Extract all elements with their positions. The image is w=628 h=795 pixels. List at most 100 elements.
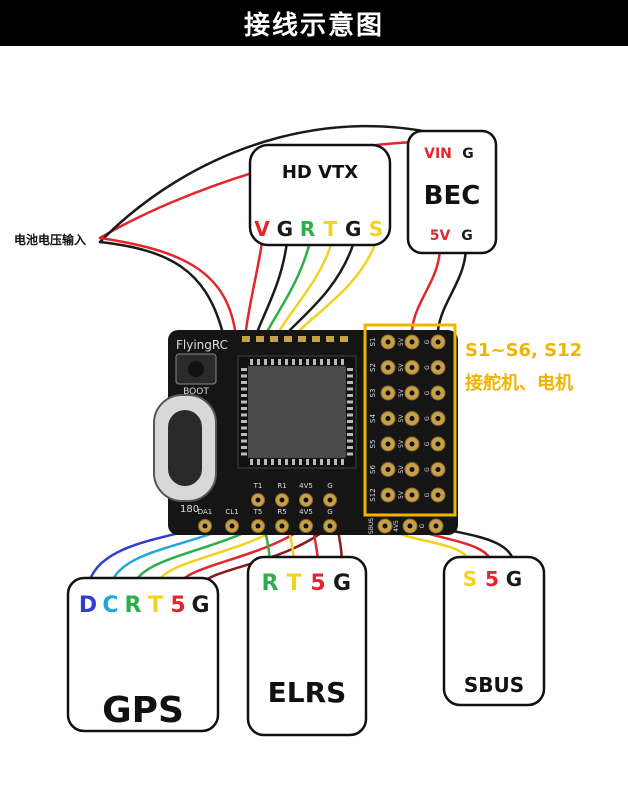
servo-pad-hole <box>409 492 415 498</box>
boot-button-cap <box>188 361 204 377</box>
servo-5v-label: 5V <box>398 490 405 499</box>
servo-pad-hole <box>385 365 391 370</box>
mcu-pin <box>241 374 247 378</box>
servo-pad-hole <box>435 416 441 421</box>
bec-output-pin-2: G <box>461 228 473 244</box>
mcu-pin <box>241 387 247 391</box>
upper-pad-pad-hole <box>303 497 309 503</box>
servo-row-label-2: S2 <box>369 363 377 372</box>
servo-row-label-4: S4 <box>369 414 377 423</box>
servo-5v-label: 5V <box>398 388 405 397</box>
gps-pin-2: C <box>102 593 118 618</box>
mcu-pin <box>241 446 247 449</box>
mcu-pin <box>327 459 330 465</box>
mcu-pin <box>313 459 316 465</box>
mcu-pin <box>347 433 353 436</box>
servo-pad-hole <box>385 416 391 421</box>
mcu-pin <box>347 420 353 423</box>
boot-label: BOOT <box>183 387 209 397</box>
sbus-box <box>442 555 546 707</box>
servo-pad-hole <box>409 390 415 396</box>
servo-pad-hole <box>409 339 415 345</box>
servo-highlight-frame <box>363 323 457 517</box>
sbus-pin-3: G <box>506 567 522 591</box>
mcu-pin <box>241 439 247 443</box>
servo-g-label: G <box>424 365 431 370</box>
wire-vtx-g1 <box>256 240 289 332</box>
servo-pad-hole <box>435 365 441 370</box>
gps-pin-3: R <box>125 593 142 618</box>
mcu-pin <box>347 452 353 456</box>
servo-g-label: G <box>424 416 431 421</box>
elrs-title: ELRS <box>268 676 347 709</box>
servo-row-label-5: S5 <box>369 440 377 449</box>
bec-title: BEC <box>424 181 481 211</box>
lower-pad-pad-hole <box>279 523 285 529</box>
title-bar: 接线示意图 <box>0 0 628 46</box>
servo-row-label-7: S12 <box>369 488 377 501</box>
mcu-pin <box>347 426 353 430</box>
servo-5v-label: 5V <box>398 337 405 346</box>
mcu-pin <box>241 420 247 423</box>
mcu-pin <box>347 387 353 391</box>
lower-pad-label-6: G <box>327 508 332 516</box>
mcu-pin <box>347 439 353 443</box>
wire-vtx-v <box>244 240 264 332</box>
servo-g-label: G <box>424 441 431 446</box>
mcu-pin <box>306 359 309 365</box>
mcu-pins <box>241 359 353 465</box>
elrs-pin-1: R <box>262 571 279 596</box>
gps-box <box>66 576 220 733</box>
mcu-pin <box>347 413 353 417</box>
servo-pad-hole <box>435 339 441 345</box>
hdvtx-pin-2: G <box>277 217 293 241</box>
upper-pad-pad-hole <box>255 497 261 503</box>
hdvtx-pin-6: S <box>369 217 383 241</box>
servo-g-label: G <box>424 492 431 497</box>
sbus-header-pad-hole <box>382 523 388 529</box>
lower-pad-pad-hole <box>303 523 309 529</box>
mcu-pin <box>347 394 353 397</box>
servo-pad-hole <box>385 441 391 447</box>
servo-note-line2: 接舵机、电机 <box>465 372 573 394</box>
mcu-pin <box>241 426 247 430</box>
mcu-pin <box>241 368 247 371</box>
servo-pad-hole <box>409 365 415 370</box>
sbus-header-label-1: SBUS <box>368 518 375 534</box>
mark-180: 180 <box>180 504 199 515</box>
gps-pin-6: G <box>191 593 209 618</box>
mcu-chip <box>248 366 346 458</box>
mcu-pin <box>241 407 247 410</box>
mcu-pin <box>341 359 344 365</box>
board-brand: FlyingRC <box>176 338 228 352</box>
servo-pad-hole <box>385 339 391 345</box>
mcu-pin <box>347 446 353 449</box>
servo-5v-label: 5V <box>398 465 405 474</box>
wire-vtx-g2 <box>288 240 356 332</box>
sbus-pin-1: S <box>463 567 477 591</box>
mcu-pin <box>250 359 253 365</box>
wire-bec-g <box>436 244 468 332</box>
mcu-pin <box>285 459 288 465</box>
mcu-pin <box>347 400 353 404</box>
mcu-pin <box>271 459 274 465</box>
hdvtx-pin-3: R <box>300 217 315 241</box>
servo-pad-hole <box>385 467 391 472</box>
upper-pad-label-3: 4V5 <box>299 482 313 490</box>
mcu-pin <box>347 368 353 371</box>
page-title: 接线示意图 <box>243 10 384 41</box>
lower-pad-pad-hole <box>255 523 261 529</box>
mcu-pin <box>278 459 281 465</box>
servo-pad-hole <box>435 492 441 498</box>
battery-input-label: 电池电压输入 <box>14 232 86 247</box>
